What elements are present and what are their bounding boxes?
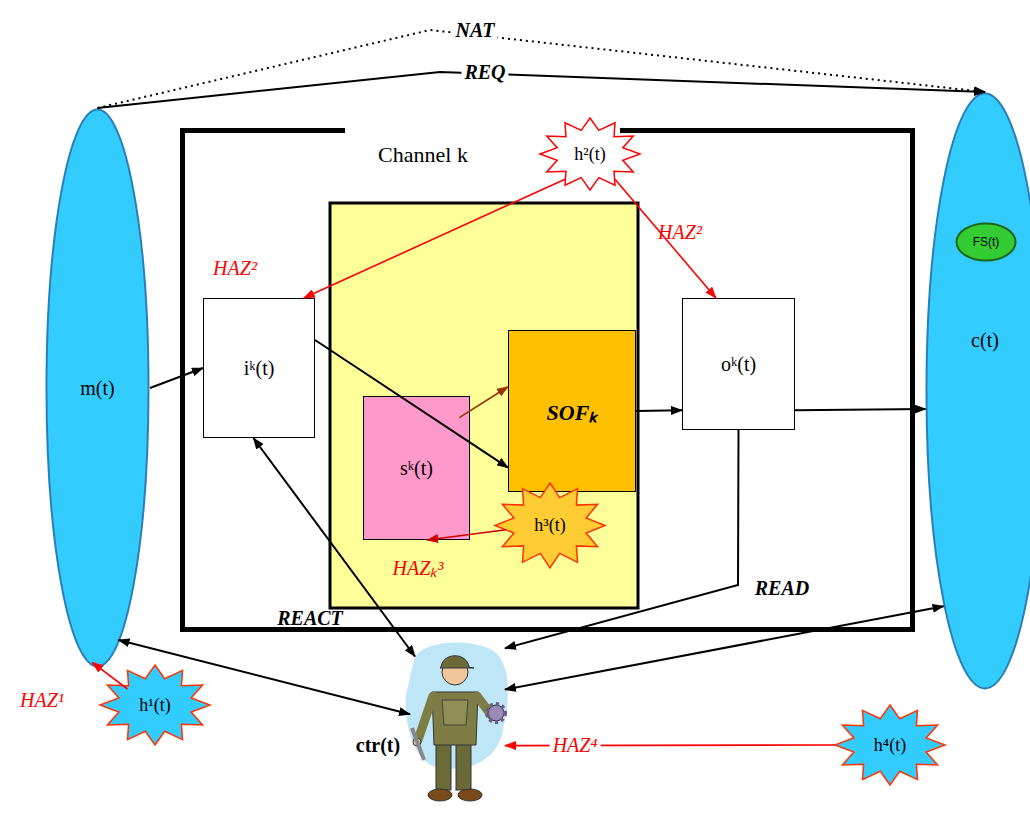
ellipse-outline <box>925 92 1030 690</box>
connector-arrow <box>315 340 508 468</box>
connector-arrow <box>505 430 739 648</box>
gear-icon <box>488 705 504 721</box>
software-region <box>330 203 638 608</box>
worker-arm <box>418 696 433 740</box>
node-label: h¹(t) <box>139 695 170 716</box>
connector-arrow <box>615 179 716 298</box>
node-label: Channel k <box>378 142 468 168</box>
edge-label: REQ <box>461 61 508 84</box>
consumer-ellipse: c(t) FS(t) <box>925 92 1030 690</box>
connector-arrow <box>636 409 682 412</box>
hazard-star: h³(t) <box>495 483 605 568</box>
input-box: iᵏ(t) <box>203 298 315 438</box>
edge-label: HAZ⁴ <box>550 734 601 757</box>
channel-box: Channel k iᵏ(t) sᵏ(t) SOFₖ oᵏ(t) h³(t) <box>180 128 915 632</box>
connector-arrow <box>92 662 127 689</box>
source-ellipse: m(t) <box>45 108 150 668</box>
edge-label: HAZ² <box>210 257 260 280</box>
software-box: SOFₖ <box>508 330 636 492</box>
edge-label: NAT <box>453 19 498 42</box>
edge-label: READ <box>752 577 812 600</box>
node-label: ctr(t) <box>356 734 400 757</box>
output-box: oᵏ(t) <box>682 298 795 430</box>
connector-arrow <box>427 530 506 540</box>
controller-figure: ctr(t) <box>405 640 505 805</box>
ellipse-shape <box>47 110 149 667</box>
reaction-label: REACT <box>277 607 343 630</box>
node-label: c(t) <box>971 329 999 352</box>
ellipse-shape <box>927 94 1030 689</box>
connector-arrow <box>98 72 986 108</box>
star-shape <box>835 705 945 785</box>
edge-label: HAZₖ³ <box>390 554 447 581</box>
worker-bib <box>442 700 468 725</box>
worker-cap <box>440 656 474 668</box>
state-box: sᵏ(t) <box>363 396 470 540</box>
star-shape <box>495 483 605 568</box>
node-label: SOFₖ <box>547 396 598 426</box>
worker-boot <box>428 789 452 801</box>
node-label: h³(t) <box>534 515 565 536</box>
node-label: sᵏ(t) <box>400 457 433 480</box>
node-label: m(t) <box>80 377 114 400</box>
connector-arrow <box>253 438 415 657</box>
channel-border <box>183 131 913 630</box>
worker-boot <box>458 789 482 801</box>
worker-torso <box>432 692 478 745</box>
hazard-star: h⁴(t) <box>835 705 945 785</box>
wrench-icon <box>412 728 424 760</box>
star-shape <box>540 118 640 190</box>
state-ellipse: FS(t) <box>955 222 1017 262</box>
gear-teeth <box>487 704 505 722</box>
node-label: oᵏ(t) <box>721 353 756 376</box>
star-shape <box>100 665 210 745</box>
connector-arrow <box>795 409 926 410</box>
hazard-star: h¹(t) <box>100 665 210 745</box>
connector-arrow <box>98 30 986 108</box>
connector-arrow <box>459 387 508 418</box>
node-label: h²(t) <box>574 144 605 165</box>
connector-arrow <box>304 179 565 298</box>
edge-label: HAZ¹ <box>17 689 67 712</box>
worker-leg <box>436 740 451 790</box>
connector-arrow <box>119 640 411 714</box>
worker-leg <box>456 740 471 790</box>
connector-arrow <box>150 368 203 388</box>
node-label: FS(t) <box>973 235 1000 249</box>
connector-arrow <box>505 606 944 689</box>
node-label: h⁴(t) <box>874 735 906 756</box>
hazard-star: h²(t) <box>540 118 640 190</box>
edge-label: HAZ² <box>655 221 705 244</box>
node-label: iᵏ(t) <box>244 357 275 380</box>
ellipse-shape <box>957 224 1016 261</box>
